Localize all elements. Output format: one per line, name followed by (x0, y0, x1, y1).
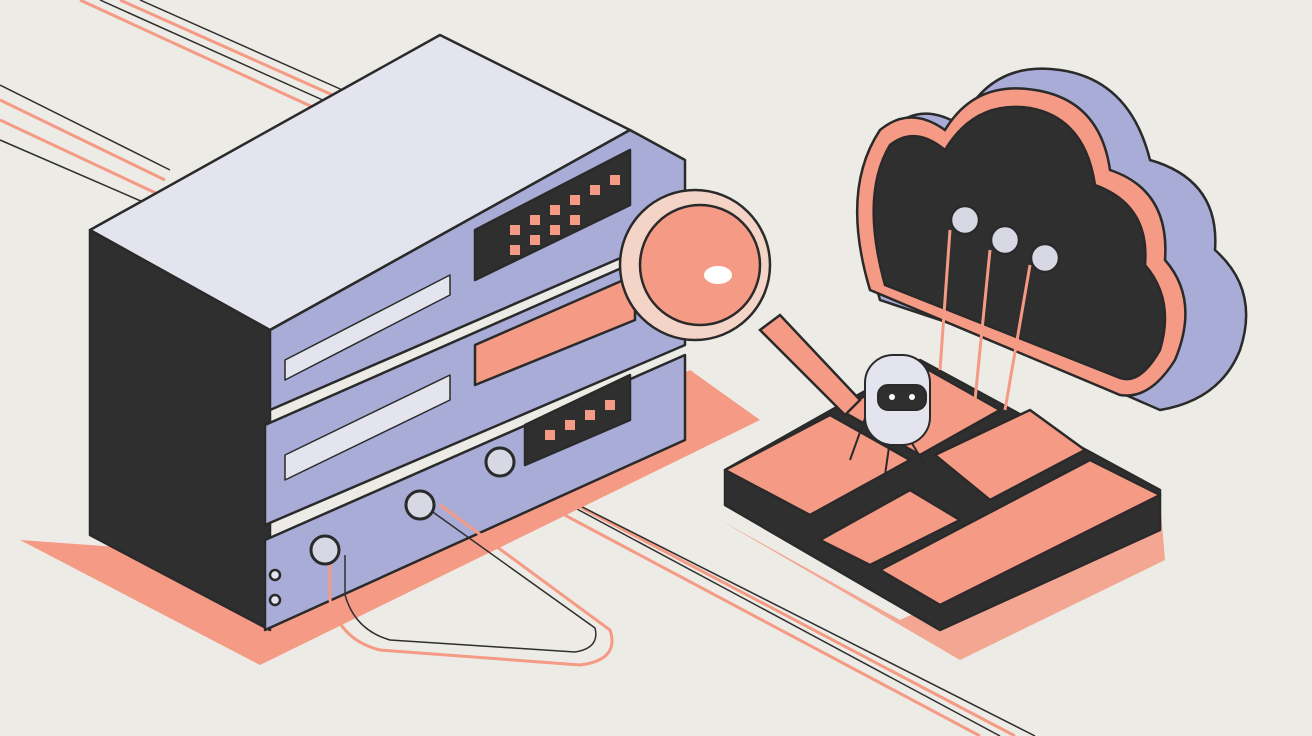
port-panel-3 (523, 373, 632, 467)
robot-visor (877, 384, 927, 411)
cable-connector (309, 534, 341, 566)
vent-2 (284, 374, 451, 481)
led (268, 593, 282, 607)
cable-connector (404, 489, 436, 521)
tile (878, 458, 1162, 607)
robot (849, 354, 931, 476)
cable-connector (484, 446, 516, 478)
tile (933, 408, 1087, 502)
led (268, 568, 282, 582)
network-cables (309, 446, 614, 667)
tile (723, 413, 912, 517)
cloud-cables (938, 229, 1032, 411)
port-lights (510, 175, 620, 440)
tile-platform (723, 358, 1162, 632)
tile (818, 488, 962, 567)
magnifying-glass (618, 188, 862, 417)
cable-connector (989, 224, 1021, 256)
cloud (855, 67, 1248, 412)
vent-1 (284, 274, 451, 381)
cable-connector (949, 204, 981, 236)
cable-connector (1029, 242, 1061, 274)
port-panel-2 (473, 273, 637, 387)
